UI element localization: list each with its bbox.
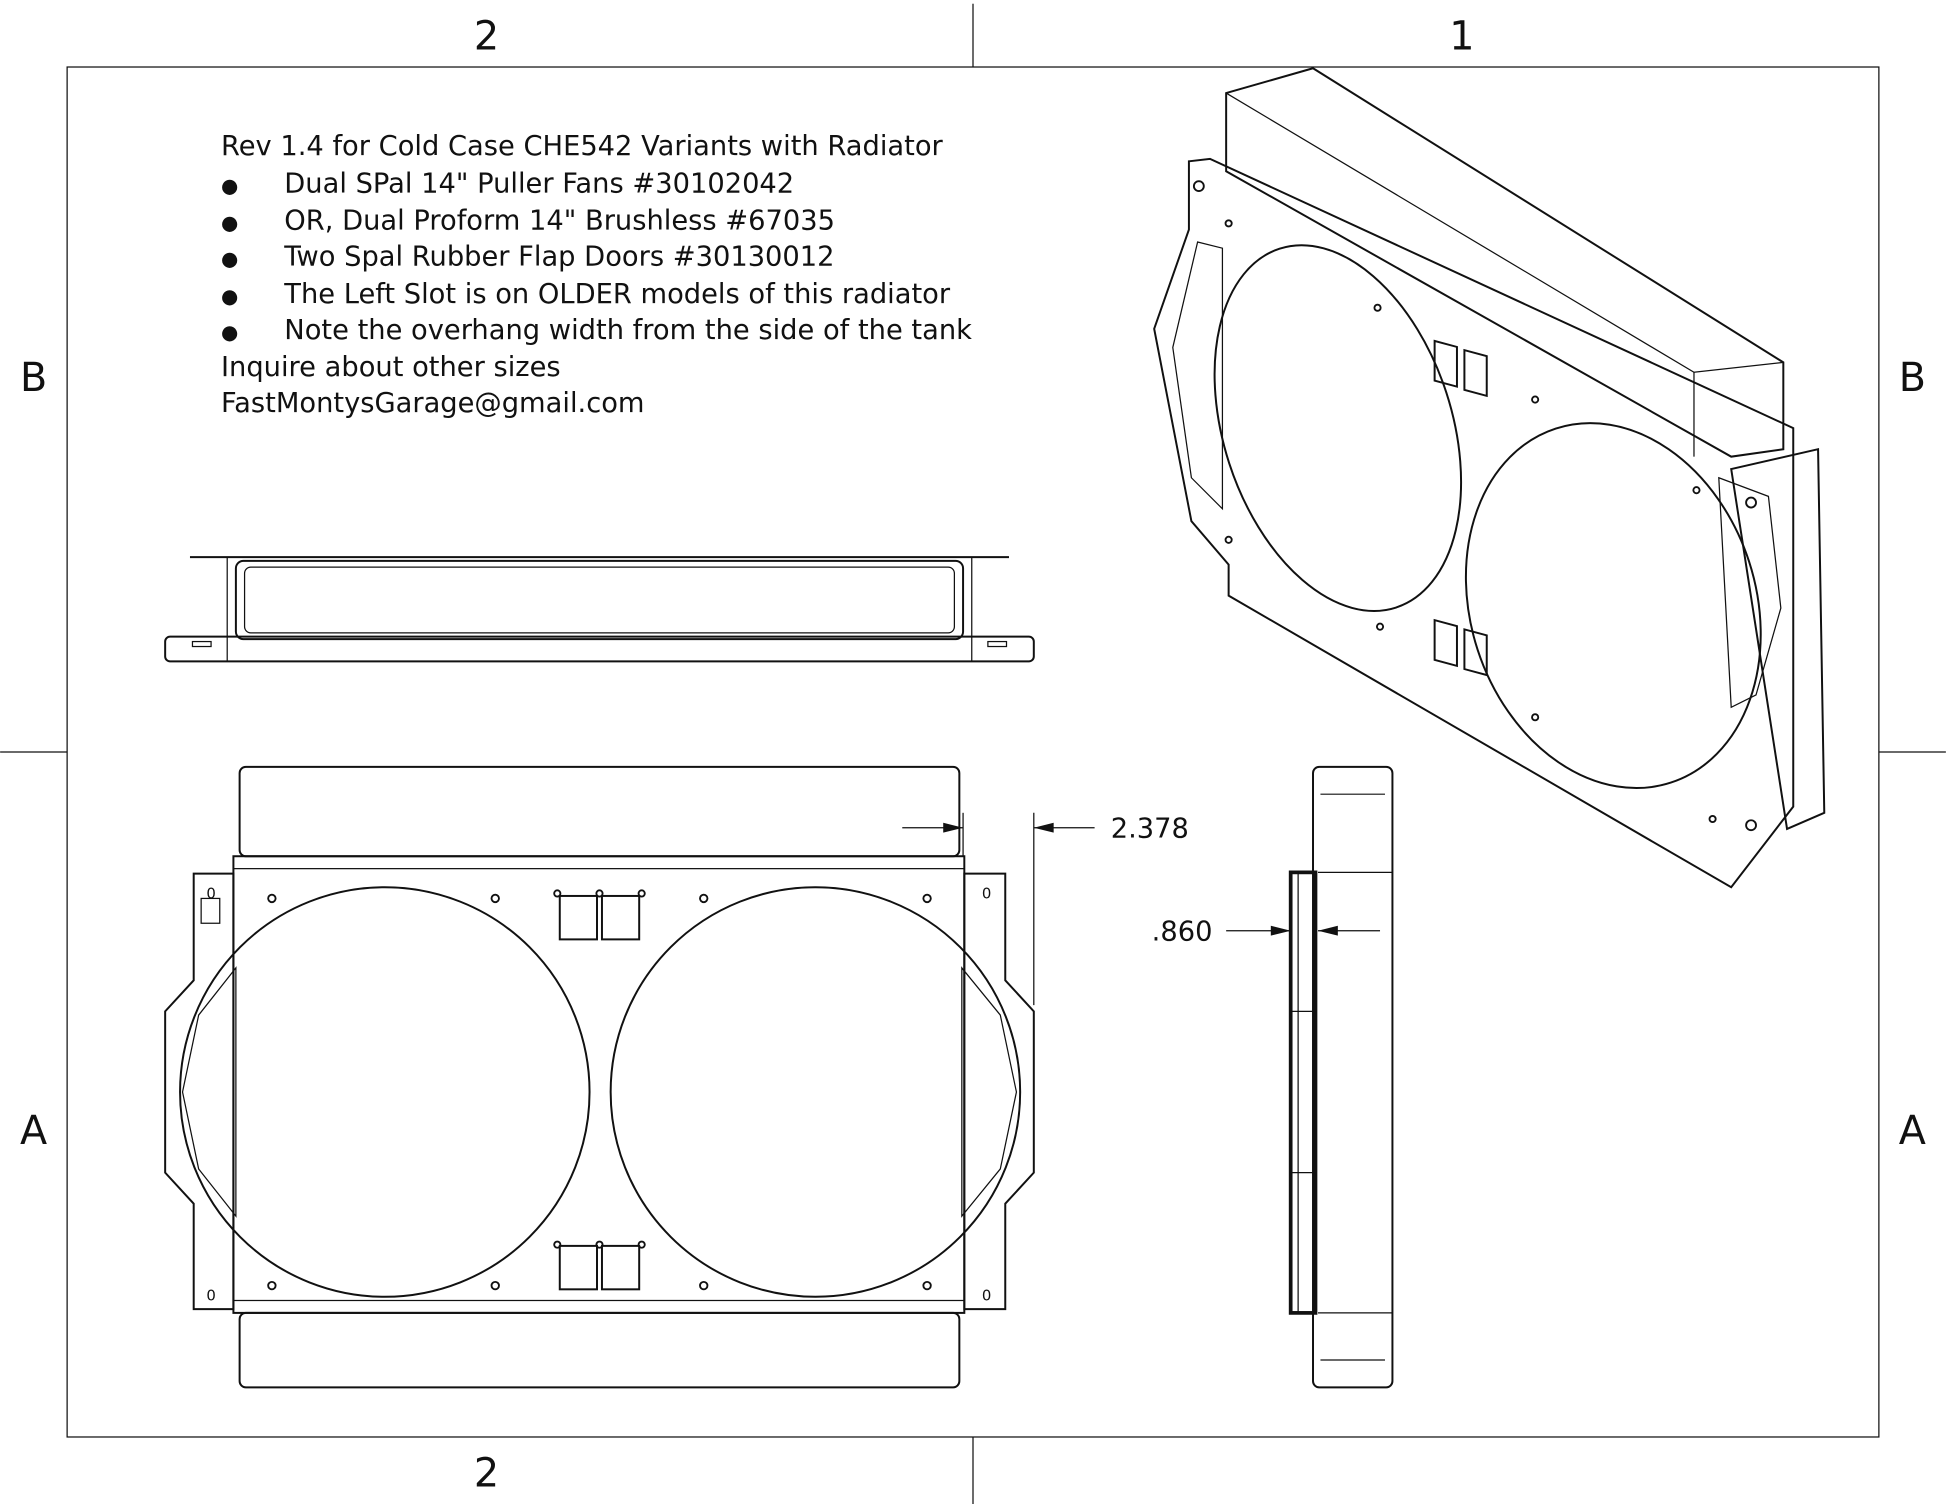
isometric-view xyxy=(1153,67,1826,889)
zone-label-right-a: A xyxy=(1899,1108,1926,1154)
dimension-value-overhang: 2.378 xyxy=(1111,814,1189,845)
bullet-icon: ● xyxy=(221,285,238,308)
bullet-icon: ● xyxy=(221,174,238,197)
hole-label: 0 xyxy=(206,884,215,902)
note-bullet: OR, Dual Proform 14" Brushless #67035 xyxy=(284,206,835,237)
hole-label: 0 xyxy=(982,1286,991,1304)
bullet-icon: ● xyxy=(221,248,238,271)
side-view xyxy=(1288,765,1394,1389)
note-bullet: Dual SPal 14" Puller Fans #30102042 xyxy=(284,168,794,199)
notes-title: Rev 1.4 for Cold Case CHE542 Variants wi… xyxy=(221,131,944,162)
hole-label: 0 xyxy=(206,1286,215,1304)
zone-label-right-b: B xyxy=(1899,355,1926,401)
hole-label: 0 xyxy=(982,884,991,902)
zone-label-left-a: A xyxy=(20,1108,47,1154)
zone-label-bottom-2: 2 xyxy=(474,1451,499,1497)
bullet-icon: ● xyxy=(221,212,238,235)
dimension-value-depth: .860 xyxy=(1152,917,1213,948)
top-view xyxy=(164,556,1035,663)
zone-label-left-b: B xyxy=(20,355,47,401)
note-footer: Inquire about other sizes xyxy=(221,352,561,383)
note-bullet: Two Spal Rubber Flap Doors #30130012 xyxy=(283,242,834,273)
note-bullet: The Left Slot is on OLDER models of this… xyxy=(283,279,951,310)
notes-block: Rev 1.4 for Cold Case CHE542 Variants wi… xyxy=(221,131,972,419)
dimension-overhang: 2.378 xyxy=(902,812,1189,1006)
zone-label-top-1: 1 xyxy=(1449,14,1474,60)
drawing-border xyxy=(0,3,1946,1504)
bullet-icon: ● xyxy=(221,321,238,344)
contact-email: FastMontysGarage@gmail.com xyxy=(221,388,645,419)
note-bullet: Note the overhang width from the side of… xyxy=(284,315,972,346)
zone-label-top-2: 2 xyxy=(474,14,499,60)
front-view: 0 0 0 0 xyxy=(164,765,1035,1389)
dimension-depth: .860 xyxy=(1152,917,1381,948)
